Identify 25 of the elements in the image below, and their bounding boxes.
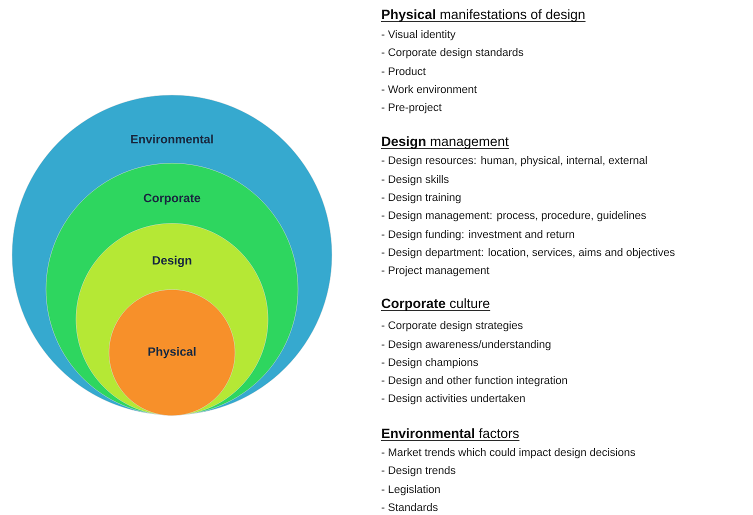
list-item: - Corporate design standards: [382, 48, 524, 58]
section-heading: Physical manifestations of design: [380, 9, 586, 22]
list-item: - Design department: location, services, aims and objectives: [382, 248, 675, 258]
list-item: - Product: [382, 67, 426, 76]
list-item: - Design activities undertaken: [382, 394, 525, 404]
list-item: - Market trends which could impact design decisions: [382, 448, 636, 458]
list-item: - Work environment: [382, 85, 477, 94]
section-heading: Corporate culture: [380, 298, 491, 311]
list-item: - Design resources: human, physical, internal, external: [382, 156, 647, 166]
list-item: - Design awareness/understanding: [382, 340, 550, 350]
list-item: - Design skills: [382, 175, 449, 186]
list-item: - Standards: [382, 503, 438, 512]
list-item: - Legislation: [382, 485, 440, 496]
list-item: - Design training: [382, 193, 461, 204]
list-item: - Visual identity: [382, 30, 456, 40]
list-item: - Design and other function integration: [382, 376, 567, 386]
list-item: - Design management: process, procedure, guidelines: [382, 211, 646, 222]
list-item: - Design funding: investment and return: [382, 230, 574, 240]
list-item: - Design champions: [382, 358, 478, 368]
list-item: - Project management: [382, 266, 490, 276]
section-heading: Design management: [380, 136, 510, 149]
section-heading: Environmental factors: [380, 428, 520, 441]
list-item: - Corporate design strategies: [382, 321, 523, 332]
list-item: - Pre-project: [382, 103, 442, 114]
list-item: - Design trends: [382, 466, 456, 476]
